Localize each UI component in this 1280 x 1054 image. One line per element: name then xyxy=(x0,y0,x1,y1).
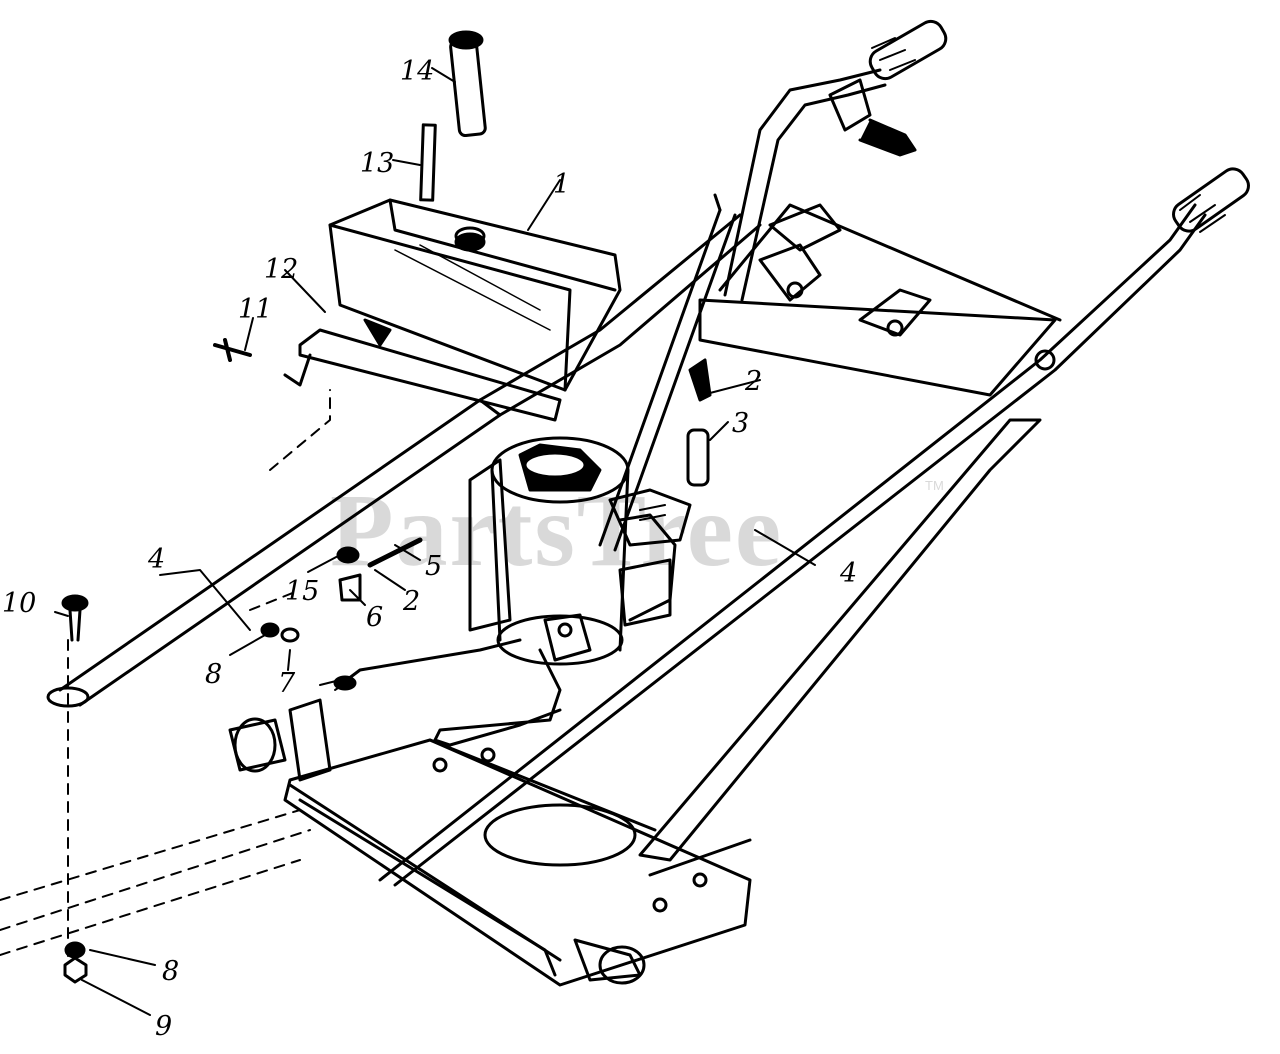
leader-lines xyxy=(54,67,816,1016)
label-3: 3 xyxy=(732,408,749,439)
upper-handlebar xyxy=(723,19,948,302)
watermark-text: PartsTree xyxy=(330,473,783,588)
label-2-low: 2 xyxy=(402,586,420,617)
label-14: 14 xyxy=(400,56,434,87)
callout-labels: 14 13 1 12 11 2 3 4 4 5 15 2 6 10 8 7 8 … xyxy=(2,56,857,1042)
mounting-lines xyxy=(0,389,331,961)
label-12: 12 xyxy=(264,254,298,285)
hardware-parts xyxy=(61,30,712,984)
watermark: PartsTree TM xyxy=(330,473,944,588)
label-8-bottom: 8 xyxy=(162,956,179,987)
mower-deck xyxy=(228,698,752,987)
fuel-tank xyxy=(328,198,622,392)
label-10: 10 xyxy=(2,588,36,619)
watermark-trademark: TM xyxy=(925,478,944,493)
label-1: 1 xyxy=(553,169,570,200)
left-support-bar xyxy=(46,213,762,708)
engine xyxy=(433,436,692,747)
label-4-right: 4 xyxy=(839,558,857,589)
label-5: 5 xyxy=(425,551,442,582)
label-7: 7 xyxy=(278,668,296,699)
label-8-top: 8 xyxy=(205,659,222,690)
lower-handlebar xyxy=(378,167,1250,887)
label-2-top: 2 xyxy=(744,366,762,397)
tank-bracket xyxy=(283,318,562,422)
throttle-cable xyxy=(319,638,522,691)
label-4-left: 4 xyxy=(147,544,165,575)
label-6: 6 xyxy=(366,602,383,633)
label-15: 15 xyxy=(285,576,319,607)
handle-frame xyxy=(598,193,1062,552)
label-13: 13 xyxy=(360,148,394,179)
label-9: 9 xyxy=(155,1011,172,1042)
label-11: 11 xyxy=(238,294,272,325)
